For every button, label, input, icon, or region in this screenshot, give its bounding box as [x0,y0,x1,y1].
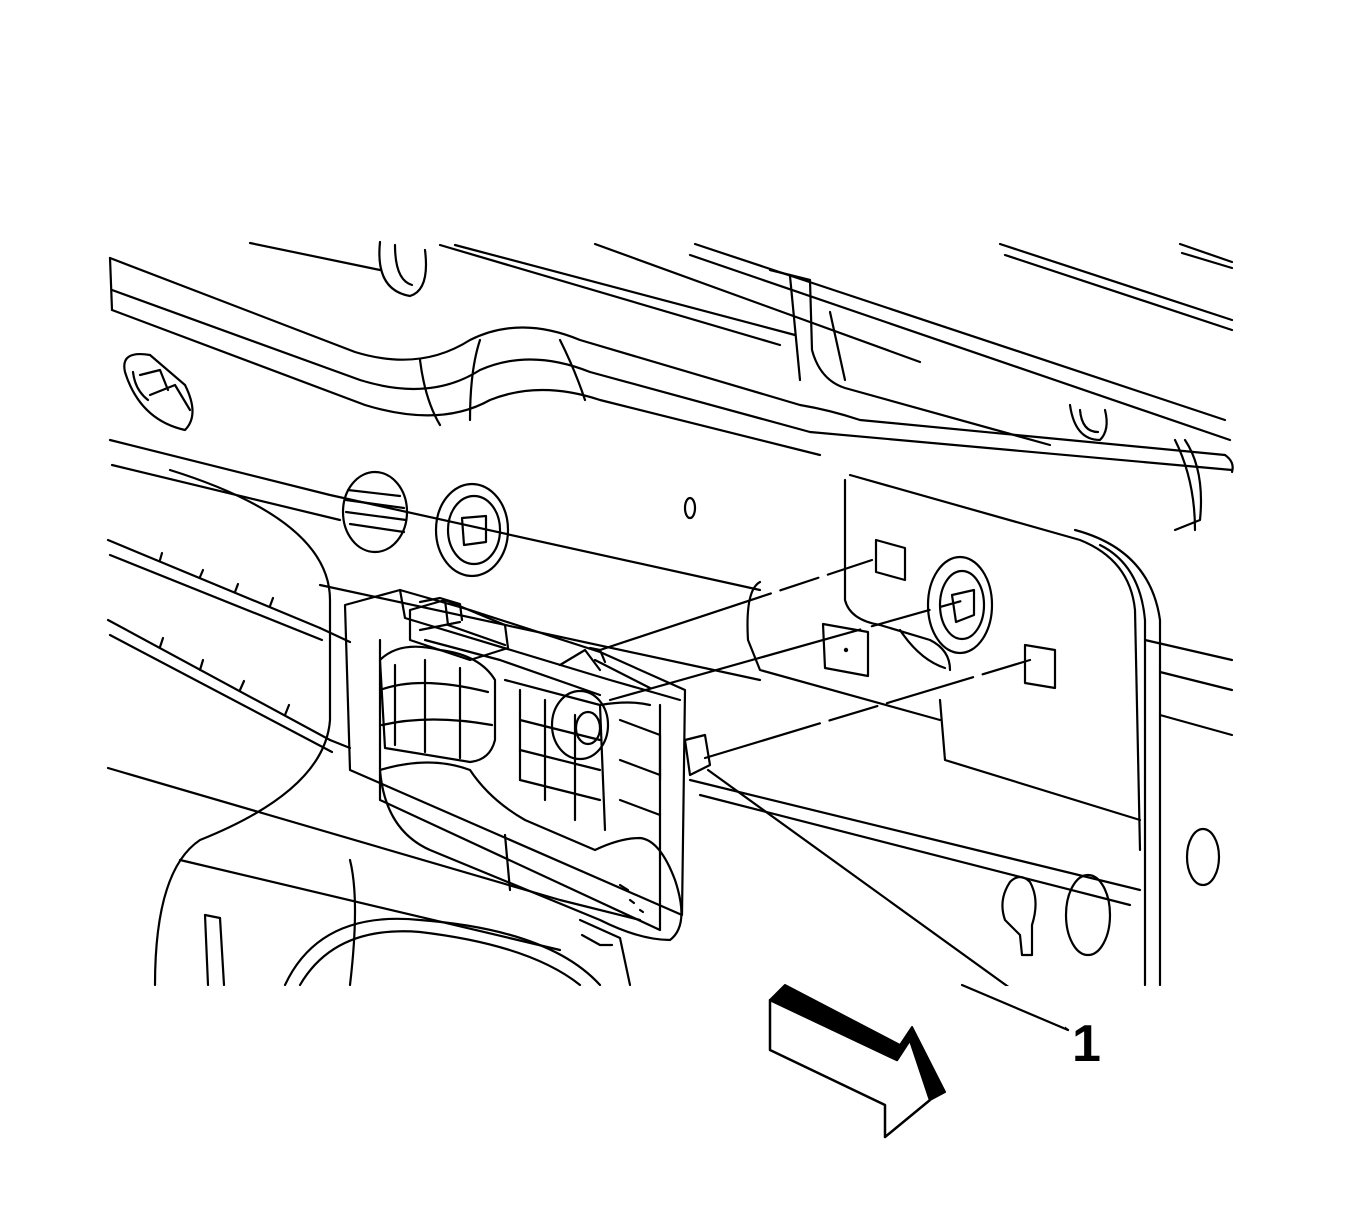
keyhole-slot [1001,875,1037,957]
lower-panel-trim [153,468,632,987]
panel-recess [746,473,1162,987]
panel-body-lines [106,438,1234,922]
oval-hole-lower [1064,873,1112,957]
alignment-guides [598,558,1032,760]
upper-left-vk-hole [123,353,194,432]
upper-panel-trim [108,240,1234,472]
inside-door-handle [343,588,712,947]
callout-label-1: 1 [1072,1015,1101,1073]
oval-hole-edge [1185,827,1221,887]
arrow-down-right-icon [768,984,946,1139]
window-channel [768,268,1234,532]
mounting-slot-right [1023,643,1057,690]
square-grommet-left [434,482,510,578]
clip-square [821,622,870,678]
door-handle-mounting-tab [683,733,712,777]
panel-holes [123,353,1221,957]
release-cables [106,538,352,754]
small-pin-hole [683,496,697,520]
square-grommet-right [926,555,994,655]
mounting-slot-upper [874,538,907,582]
slotted-access-hole [341,470,409,554]
